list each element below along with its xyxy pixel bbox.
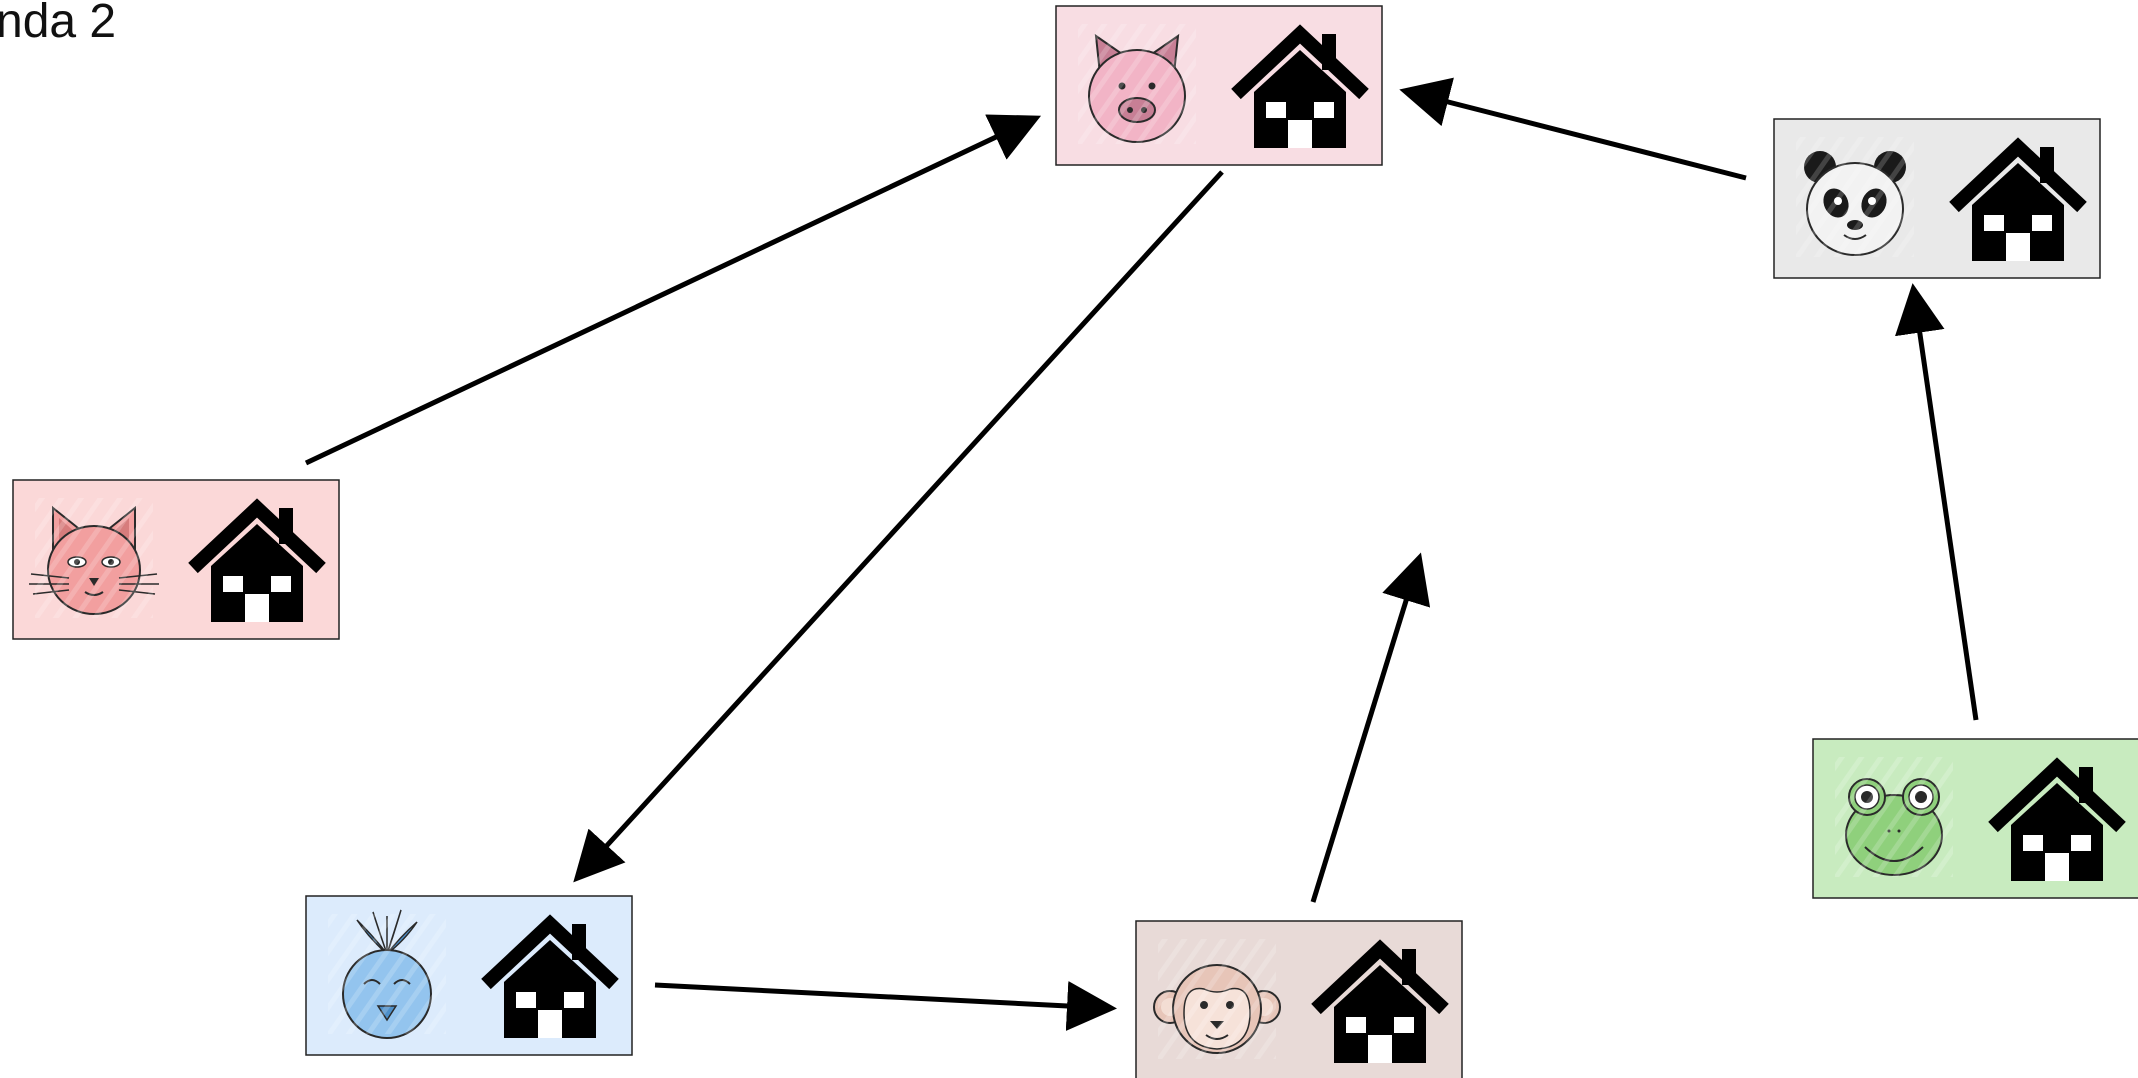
- round-label: nda 2: [0, 0, 117, 48]
- house-icon: [1311, 939, 1449, 1063]
- house-icon: [188, 498, 326, 622]
- arrow-monkey-to-open-space: [1310, 552, 1431, 903]
- node-pig: [1055, 5, 1383, 166]
- node-bird: [305, 895, 633, 1056]
- nodes-layer: [12, 5, 2138, 1078]
- node-monkey: [1135, 920, 1463, 1078]
- house-icon: [1231, 24, 1369, 148]
- house-icon: [1949, 137, 2087, 261]
- arrow-bird-to-monkey: [654, 980, 1117, 1031]
- node-panda: [1773, 118, 2101, 279]
- arrow-panda-to-pig: [1399, 77, 1747, 181]
- arrow-pig-to-bird: [573, 170, 1224, 883]
- edges-layer: [304, 77, 1979, 1031]
- house-icon: [481, 914, 619, 1038]
- house-icon: [1988, 757, 2126, 881]
- arrow-cat-to-pig: [304, 114, 1042, 466]
- node-frog: [1812, 738, 2138, 899]
- arrow-frog-to-panda: [1895, 283, 1979, 721]
- node-cat: [12, 479, 340, 640]
